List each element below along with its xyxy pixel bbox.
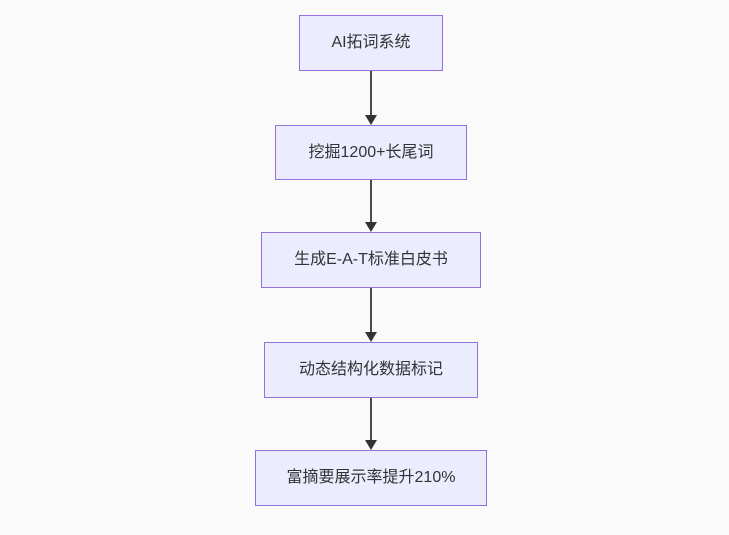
- arrow-line: [370, 71, 372, 115]
- flow-node-ai-word-expansion: AI拓词系统: [299, 15, 443, 71]
- arrow-head-icon: [365, 332, 377, 342]
- arrow-line: [370, 288, 372, 332]
- flow-edge-3: [365, 288, 377, 342]
- arrow-head-icon: [365, 115, 377, 125]
- flow-edge-2: [365, 180, 377, 232]
- flow-node-rich-snippet-result: 富摘要展示率提升210%: [255, 450, 487, 506]
- flow-edge-4: [365, 398, 377, 450]
- flow-node-structured-data: 动态结构化数据标记: [264, 342, 478, 398]
- flow-node-label: AI拓词系统: [331, 34, 411, 52]
- arrow-line: [370, 180, 372, 222]
- flow-edge-1: [365, 71, 377, 125]
- arrow-head-icon: [365, 440, 377, 450]
- flow-node-label: 生成E-A-T标准白皮书: [294, 251, 448, 269]
- arrow-line: [370, 398, 372, 440]
- flow-node-label: 富摘要展示率提升210%: [286, 469, 456, 487]
- flow-node-longtail-mining: 挖掘1200+长尾词: [275, 125, 467, 180]
- flow-node-label: 挖掘1200+长尾词: [308, 143, 434, 161]
- arrow-head-icon: [365, 222, 377, 232]
- flow-node-eat-whitepaper: 生成E-A-T标准白皮书: [261, 232, 481, 288]
- flow-node-label: 动态结构化数据标记: [298, 361, 443, 379]
